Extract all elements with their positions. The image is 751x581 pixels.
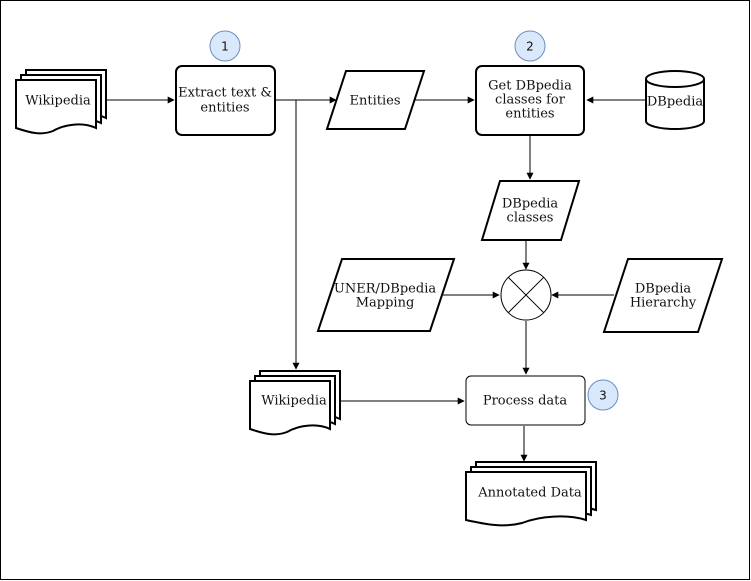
dbpedia-classes-label-line1: DBpedia (502, 197, 558, 212)
step-2-number: 2 (526, 40, 534, 54)
mapping-label-line2: Mapping (356, 296, 415, 311)
wikipedia-bottom-node: Wikipedia (249, 370, 341, 436)
dbpedia-classes-label-line2: classes (507, 211, 554, 226)
hierarchy-label-line2: Hierarchy (630, 296, 697, 311)
edges (106, 96, 646, 462)
merge-node (500, 269, 552, 321)
mapping-node: UNER/DBpedia Mapping (316, 258, 456, 332)
step-3-number: 3 (599, 389, 607, 403)
extract-node: Extract text & entities (175, 65, 276, 136)
step-3-badge: 3 (587, 379, 619, 411)
dbpedia-database-label: DBpedia (647, 95, 703, 110)
step-2-badge: 2 (514, 30, 546, 62)
get-classes-node: Get DBpedia classes for entities (475, 65, 585, 136)
dbpedia-classes-node: DBpedia classes (480, 180, 581, 241)
get-classes-label-line1: Get DBpedia (488, 79, 572, 94)
get-classes-label-line2: classes for (495, 93, 566, 108)
hierarchy-node: DBpedia Hierarchy (602, 258, 724, 333)
entities-label: Entities (350, 94, 401, 109)
wikipedia-top-label: Wikipedia (25, 94, 91, 109)
wikipedia-bottom-label: Wikipedia (261, 394, 327, 409)
step-1-number: 1 (221, 40, 229, 54)
wikipedia-top-node: Wikipedia (15, 69, 107, 135)
process-label: Process data (483, 394, 568, 409)
process-node: Process data (465, 375, 586, 426)
edge-extract-to-wikipedia-bottom (276, 99, 300, 370)
hierarchy-label-line1: DBpedia (635, 282, 691, 297)
step-1-badge: 1 (209, 30, 241, 62)
extract-label-line1: Extract text & (178, 86, 272, 101)
annotated-data-node: Annotated Data (465, 461, 597, 527)
annotated-data-label: Annotated Data (477, 486, 582, 501)
get-classes-label-line3: entities (505, 107, 554, 122)
entities-node: Entities (325, 70, 426, 130)
mapping-label-line1: UNER/DBpedia (334, 282, 436, 297)
extract-label-line2: entities (200, 101, 249, 116)
dbpedia-database-node: DBpedia (645, 70, 705, 130)
